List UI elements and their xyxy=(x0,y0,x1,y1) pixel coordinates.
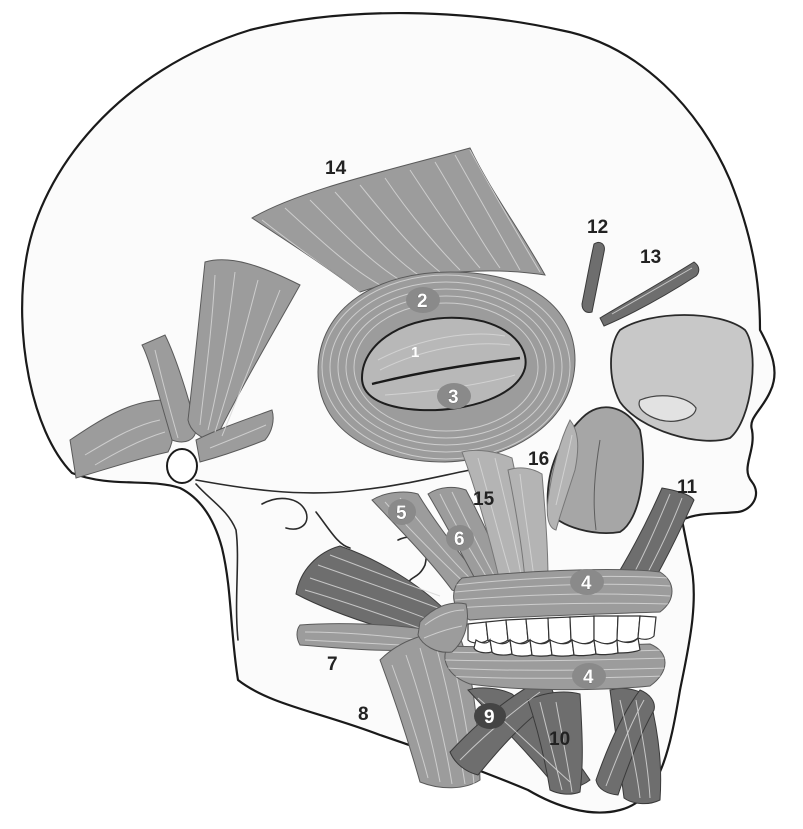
tooth xyxy=(638,616,656,639)
label-3: 3 xyxy=(448,387,459,408)
label-11: 11 xyxy=(677,477,698,498)
label-16: 16 xyxy=(528,449,549,470)
label-6: 6 xyxy=(454,529,465,550)
label-5: 5 xyxy=(396,503,407,524)
tooth xyxy=(548,617,571,644)
tooth xyxy=(570,616,594,644)
teeth xyxy=(468,616,656,656)
tooth xyxy=(617,616,640,642)
label-4-lower: 4 xyxy=(583,667,594,688)
label-9: 9 xyxy=(484,707,495,728)
label-1: 1 xyxy=(411,344,419,361)
label-13: 13 xyxy=(640,247,661,268)
ear-canal xyxy=(167,449,197,483)
label-12: 12 xyxy=(587,217,608,238)
label-2: 2 xyxy=(417,291,428,312)
label-14: 14 xyxy=(325,158,347,179)
label-4-upper: 4 xyxy=(581,573,592,594)
label-7: 7 xyxy=(327,654,338,675)
tooth xyxy=(468,622,488,643)
tooth xyxy=(594,616,618,644)
label-10: 10 xyxy=(549,729,570,750)
label-8: 8 xyxy=(358,704,369,725)
label-15: 15 xyxy=(473,489,495,510)
